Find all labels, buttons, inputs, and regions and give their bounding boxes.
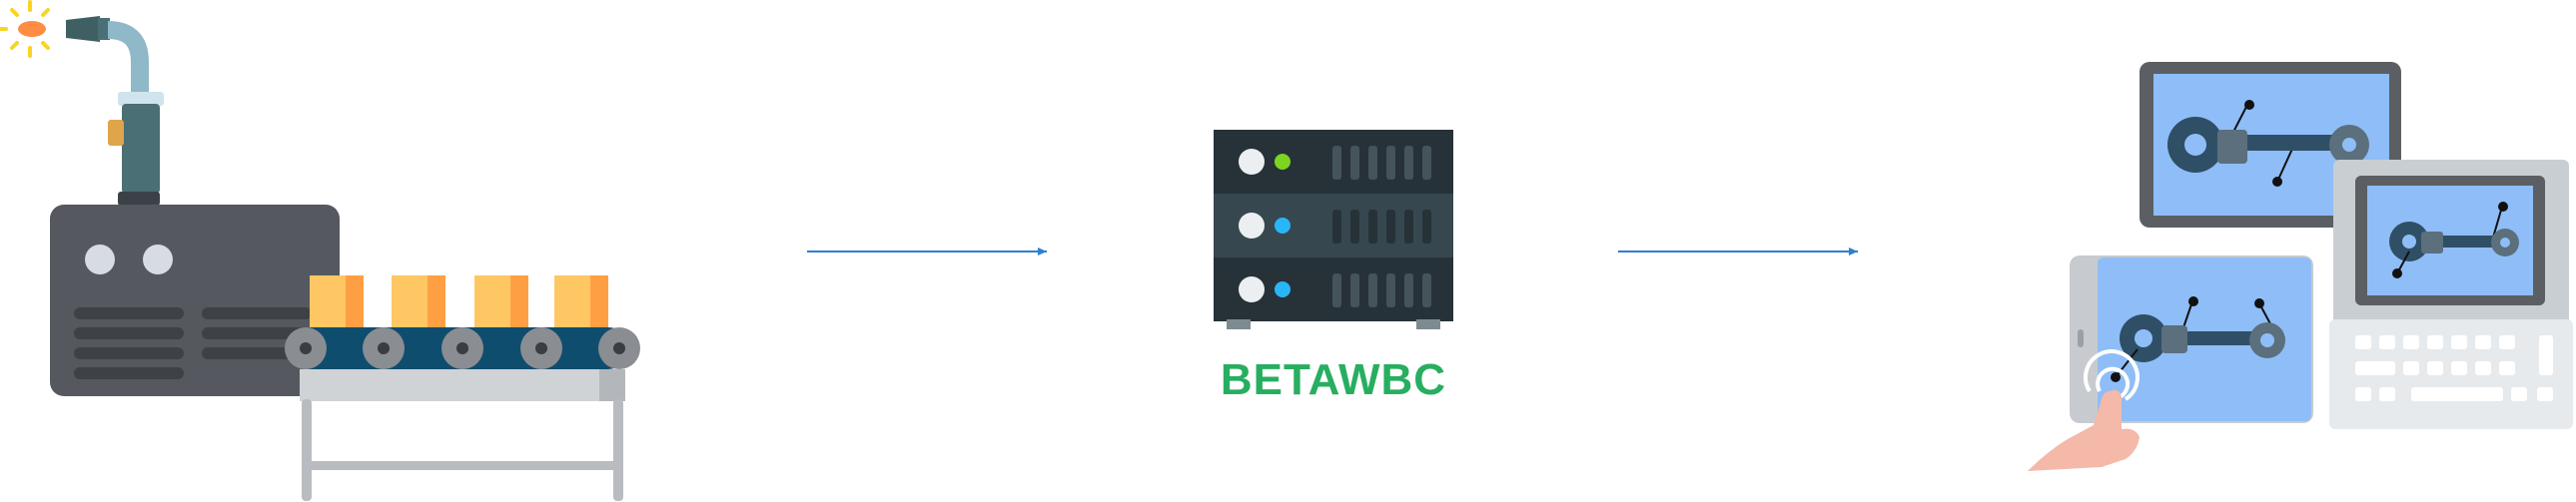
robot-arm-icon xyxy=(2111,296,2285,382)
robot-arm-icon xyxy=(2389,202,2519,278)
laptop-icon xyxy=(2329,160,2573,429)
robot-arm-icon xyxy=(2167,100,2369,187)
box-icon xyxy=(392,275,445,327)
conveyor-belt-icon xyxy=(285,275,640,501)
box-icon xyxy=(554,275,608,327)
hand-icon xyxy=(2028,389,2140,471)
touch-ripple-icon xyxy=(2084,349,2140,401)
server-rack-icon xyxy=(1214,130,1453,329)
box-icon xyxy=(474,275,528,327)
keyboard-icon xyxy=(2355,335,2553,401)
box-icon xyxy=(310,275,364,327)
industrial-machine-icon xyxy=(0,0,340,396)
tablet-icon xyxy=(2028,255,2313,471)
roller-icon xyxy=(285,327,640,369)
server-label: BETAWBC xyxy=(1220,355,1447,404)
spark-icon xyxy=(0,0,50,58)
